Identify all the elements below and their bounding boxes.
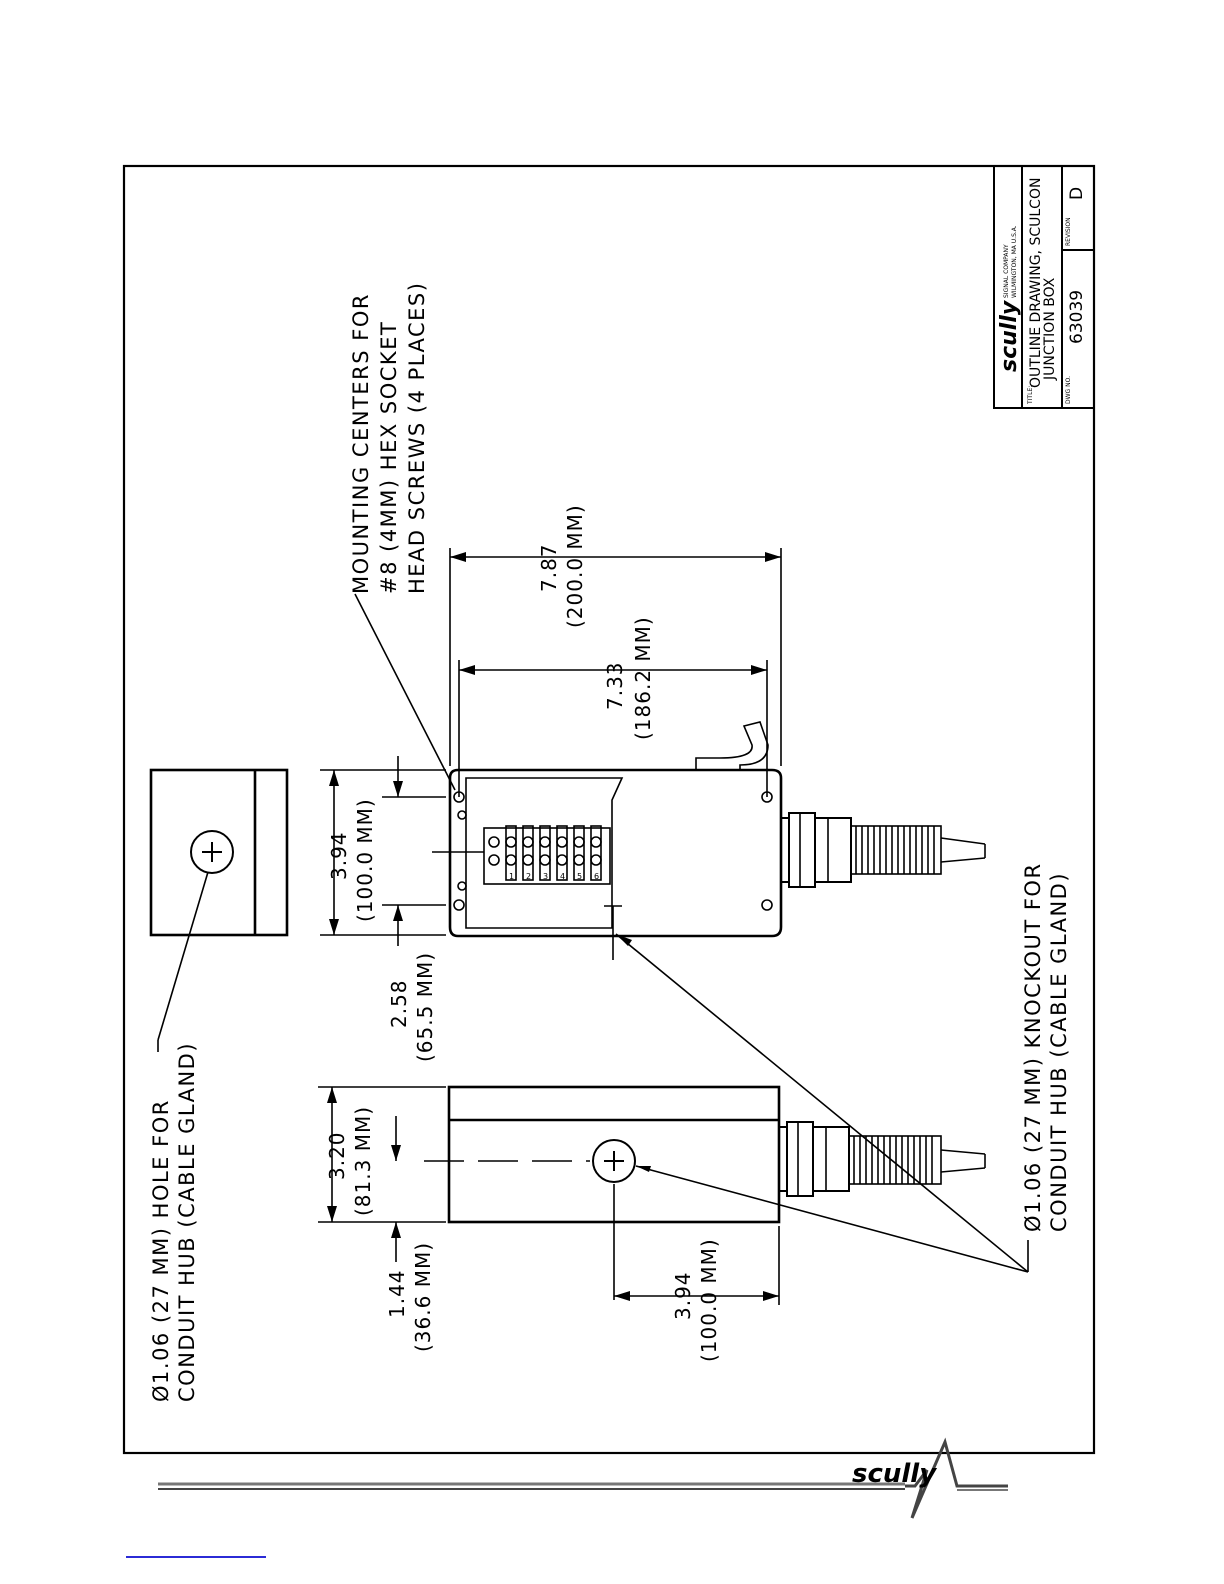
drawing-border <box>122 164 1096 1455</box>
title-block-title-label: TITLE: <box>1027 386 1034 405</box>
footer-link-underline[interactable] <box>126 1556 266 1558</box>
side-view <box>424 1085 986 1300</box>
title-block-dwg-number: 63039 <box>1067 290 1087 344</box>
title-block-logo: scully <box>997 299 1022 372</box>
dim-side-height <box>318 1086 446 1223</box>
title-block-title-line1: OUTLINE DRAWING, SCULCON <box>1028 178 1044 388</box>
dim-overall-length-in: 7.87 <box>537 543 561 592</box>
dim-side-length-in: 3.94 <box>671 1271 695 1320</box>
dim-mount-length-mm: (186.2 MM) <box>631 616 655 740</box>
dim-side-offset-mm: (36.6 MM) <box>411 1242 435 1352</box>
main-view: 1 2 3 4 5 6 <box>432 721 986 960</box>
dim-side-offset-in: 1.44 <box>385 1269 409 1318</box>
title-block: scully SIGNAL COMPANY WILMINGTON, MA U.S… <box>993 165 1095 409</box>
dim-main-width <box>320 769 446 936</box>
knockout-note-line2: CONDUIT HUB (CABLE GLAND) <box>1047 872 1071 1232</box>
title-block-company-name: SIGNAL COMPANY <box>1003 244 1010 298</box>
terminal-label-6: 6 <box>594 872 599 881</box>
knockout-hole <box>592 1139 636 1183</box>
mounting-note-line1: MOUNTING CENTERS FOR <box>349 293 373 594</box>
dim-mount-length-in: 7.33 <box>603 661 627 710</box>
title-block-title-line2: JUNCTION BOX <box>1042 277 1058 381</box>
mounting-note-leader <box>354 593 456 791</box>
knockout-note-line1: Ø1.06 (27 MM) KNOCKOUT FOR <box>1021 862 1045 1232</box>
terminal-block <box>483 827 611 885</box>
title-block-company-address: WILMINGTON, MA U.S.A. <box>1011 225 1018 298</box>
dim-side-offset <box>391 1116 401 1262</box>
title-block-revision: D <box>1067 187 1087 200</box>
dim-main-offset <box>382 756 446 946</box>
dim-side-height-in: 3.20 <box>325 1131 349 1180</box>
dim-main-width-mm: (100.0 MM) <box>353 798 377 922</box>
dim-side-length-mm: (100.0 MM) <box>697 1238 721 1362</box>
end-view <box>149 768 289 937</box>
dim-main-offset-mm: (65.5 MM) <box>413 952 437 1062</box>
terminal-label-1: 1 <box>509 872 514 881</box>
dim-overall-length <box>449 548 782 766</box>
dim-main-offset-in: 2.58 <box>387 979 411 1028</box>
dim-mount-length <box>458 660 768 797</box>
dim-side-height-mm: (81.3 MM) <box>351 1106 375 1216</box>
mounting-note-line2: #8 (4MM) HEX SOCKET <box>377 321 401 594</box>
terminal-label-4: 4 <box>560 872 565 881</box>
mounting-screw <box>453 899 465 911</box>
knockout-note-leader <box>635 1165 1029 1273</box>
footer-logo: scully <box>852 1459 937 1489</box>
dim-main-width-in: 3.94 <box>327 831 351 880</box>
mounting-screw <box>761 899 773 911</box>
terminal-label-3: 3 <box>543 872 548 881</box>
footer-rule <box>158 1437 1008 1519</box>
terminal-label-5: 5 <box>577 872 582 881</box>
hole-note-leader <box>157 871 209 1041</box>
terminal-label-2: 2 <box>526 872 531 881</box>
hole-note-line2: CONDUIT HUB (CABLE GLAND) <box>175 1042 199 1402</box>
dim-overall-length-mm: (200.0 MM) <box>563 504 587 628</box>
knockout-note-leader <box>615 933 1029 1273</box>
title-block-dwg-label: DWG NO. <box>1065 376 1072 404</box>
dim-side-length <box>614 1226 780 1305</box>
mounting-note-line3: HEAD SCREWS (4 PLACES) <box>405 282 429 594</box>
conduit-hole <box>190 830 234 874</box>
title-block-revision-label: REVISION <box>1065 217 1072 246</box>
hole-note-line1: Ø1.06 (27 MM) HOLE FOR <box>149 1099 173 1402</box>
terminal-screws <box>488 825 602 881</box>
